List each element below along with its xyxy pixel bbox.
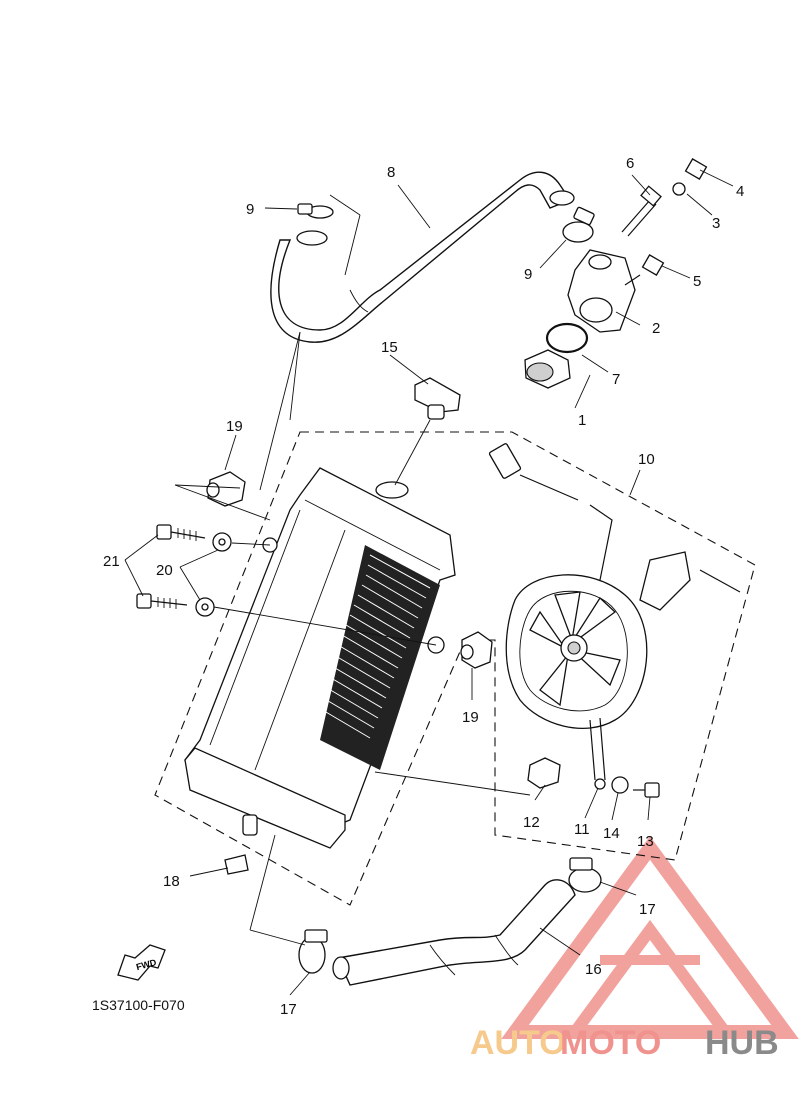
- fan-blades: [529, 591, 621, 707]
- thermostat: [524, 349, 571, 389]
- label-8: 8: [387, 164, 395, 181]
- bolt-side: [624, 254, 665, 286]
- radiator-fins: [313, 545, 440, 770]
- label-19b: 19: [462, 709, 479, 726]
- label-12: 12: [523, 814, 540, 831]
- hose-clamp-upper-right: [562, 206, 595, 243]
- nut-12: [527, 757, 561, 789]
- radiator: [184, 467, 456, 849]
- assembly-outline-radiator: [154, 431, 756, 906]
- grommet-lower: [460, 631, 493, 669]
- label-17b: 17: [280, 1001, 297, 1018]
- label-3: 3: [712, 215, 720, 232]
- diagram-code: 1S37100-F070: [92, 997, 185, 1013]
- label-5: 5: [693, 273, 701, 290]
- cooling-fan: [505, 551, 691, 790]
- label-6: 6: [626, 155, 634, 172]
- hose-clamp-lower-left: [298, 929, 328, 974]
- watermark-logo: [501, 836, 799, 1039]
- label-9a: 9: [246, 201, 254, 218]
- label-9b: 9: [524, 266, 532, 283]
- label-17a: 17: [639, 901, 656, 918]
- label-13: 13: [637, 833, 654, 850]
- fwd-arrow-icon: [117, 944, 166, 981]
- bolt-long: [621, 185, 662, 237]
- grommet-upper: [206, 471, 246, 507]
- label-19a: 19: [226, 418, 243, 435]
- bolt-13: [633, 782, 660, 798]
- label-16: 16: [585, 961, 602, 978]
- label-2: 2: [652, 320, 660, 337]
- bolt-21-lower: [136, 593, 188, 609]
- label-4: 4: [736, 183, 744, 200]
- label-11: 11: [574, 821, 590, 838]
- collar-20-upper: [212, 532, 232, 552]
- lower-radiator-hose: [332, 879, 576, 986]
- label-10: 10: [638, 451, 655, 468]
- bolt-top: [672, 158, 708, 196]
- part-labels: 1 2 3 4 5 6 7 8 9 9 10 11 12 13 14 15 16…: [103, 155, 744, 1018]
- hose-18: [224, 854, 249, 875]
- bolt-21-upper: [156, 524, 206, 541]
- watermark-auto: AUTO: [470, 1024, 566, 1062]
- hose-clamp-lower-right: [568, 857, 602, 893]
- label-14: 14: [603, 825, 620, 842]
- fan-wire-connector: [488, 443, 741, 593]
- label-18: 18: [163, 873, 180, 890]
- watermark-moto: MOTO: [560, 1024, 661, 1062]
- watermark-hub: HUB: [705, 1024, 779, 1062]
- collar-20-lower: [195, 597, 215, 617]
- label-21: 21: [103, 553, 120, 570]
- radiator-cap: [414, 377, 461, 420]
- upper-radiator-hose: [270, 171, 575, 343]
- leader-lines: [124, 169, 734, 996]
- o-ring: [545, 322, 589, 354]
- washer-14: [611, 776, 629, 794]
- label-1: 1: [578, 412, 586, 429]
- label-7: 7: [612, 371, 620, 388]
- watermark-text: AUTO MOTO HUB: [470, 1024, 779, 1062]
- label-15: 15: [381, 339, 398, 356]
- hose-clamp-upper-left: [297, 203, 334, 219]
- label-20: 20: [156, 562, 173, 579]
- thermostat-cover: [567, 249, 636, 333]
